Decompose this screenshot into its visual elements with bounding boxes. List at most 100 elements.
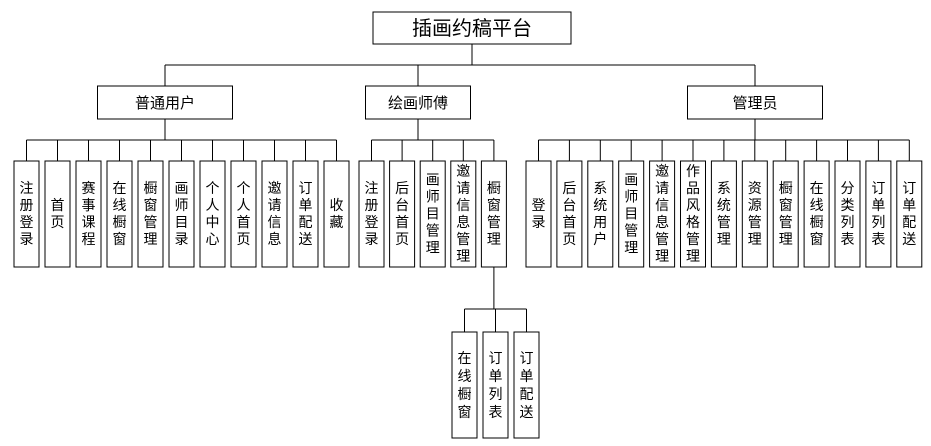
leaf-box	[358, 160, 385, 268]
leaf-label: 邀请信息管理	[456, 163, 470, 264]
leaf-box	[710, 160, 737, 268]
leaf-box	[75, 160, 102, 268]
sub-leaf-node: 订单配送	[513, 331, 540, 439]
leaf-node: 在线橱窗	[106, 160, 133, 268]
leaf-node: 个人中心	[199, 160, 226, 268]
leaf-box	[618, 160, 645, 268]
leaf-box	[292, 160, 319, 268]
leaf-node: 收藏	[323, 160, 350, 268]
leaf-label: 邀请信息	[268, 180, 282, 247]
leaf-box	[480, 160, 507, 268]
group-nodes: 普通用户注册登录首页赛事课程在线橱窗橱窗管理画师目录个人中心个人首页邀请信息订单…	[13, 85, 923, 439]
leaf-label: 登录	[532, 197, 546, 230]
leaf-label: 注册登录	[365, 180, 379, 247]
leaf-box	[168, 160, 195, 268]
leaf-label: 橱窗管理	[487, 180, 501, 247]
leaf-node: 注册登录	[358, 160, 385, 268]
leaf-box	[896, 160, 923, 268]
leaf-node: 资源管理	[741, 160, 768, 268]
leaf-node: 订单配送	[896, 160, 923, 268]
leaf-box	[834, 160, 861, 268]
group-label: 普通用户	[135, 95, 195, 112]
leaf-box	[803, 160, 830, 268]
leaf-label: 在线橱窗	[113, 180, 127, 247]
leaf-node: 邀请信息管理	[450, 160, 477, 268]
leaf-node: 作品风格管理	[680, 160, 706, 268]
leaf-label: 资源管理	[748, 180, 762, 247]
leaf-node: 画师目录	[168, 160, 195, 268]
leaf-node: 系统用户	[587, 160, 614, 268]
leaf-node: 在线橱窗	[803, 160, 830, 268]
leaf-box	[525, 160, 552, 268]
sub-leaf-label: 在线橱窗	[458, 350, 472, 420]
leaf-node: 橱窗管理	[137, 160, 164, 268]
leaf-box	[587, 160, 614, 268]
leaf-box	[137, 160, 164, 268]
group-box	[365, 85, 471, 120]
leaf-node: 后台首页	[389, 160, 416, 268]
connector-lines	[26, 44, 910, 332]
leaf-node: 登录	[525, 160, 552, 268]
sub-leaf-node: 在线橱窗	[451, 331, 478, 439]
leaf-node: 橱窗管理	[772, 160, 799, 268]
root-node: 插画约稿平台	[372, 11, 572, 45]
leaf-label: 赛事课程	[82, 180, 96, 247]
sub-leaf-node: 订单列表	[482, 331, 509, 439]
leaf-box	[261, 160, 288, 268]
leaf-label: 橱窗管理	[144, 180, 158, 247]
leaf-box	[199, 160, 226, 268]
leaf-node: 注册登录	[13, 160, 40, 268]
leaf-box	[13, 160, 40, 268]
leaf-node: 邀请信息管理	[649, 160, 676, 268]
sub-leaf-box	[513, 331, 540, 439]
leaf-node: 系统管理	[710, 160, 737, 268]
leaf-label: 系统用户	[593, 180, 607, 247]
leaf-node: 个人首页	[230, 160, 257, 268]
leaf-node: 橱窗管理	[480, 160, 507, 268]
sub-leaf-label: 订单列表	[489, 350, 503, 420]
group-label: 绘画师傅	[388, 95, 448, 112]
root-title: 插画约稿平台	[412, 17, 532, 40]
leaf-label: 作品风格管理	[686, 163, 700, 264]
leaf-node: 订单列表	[865, 160, 892, 268]
leaf-label: 系统管理	[717, 180, 731, 247]
group-box	[97, 85, 233, 120]
leaf-box	[419, 160, 446, 268]
leaf-node: 订单配送	[292, 160, 319, 268]
leaf-label: 个人中心	[206, 180, 220, 247]
leaf-label: 订单配送	[299, 180, 313, 247]
leaf-box	[389, 160, 416, 268]
leaf-label: 邀请信息管理	[655, 163, 669, 264]
leaf-label: 橱窗管理	[779, 180, 793, 247]
sub-leaf-label: 订单配送	[520, 350, 534, 420]
leaf-label: 订单列表	[871, 180, 885, 247]
leaf-box	[44, 160, 71, 268]
leaf-box	[772, 160, 799, 268]
leaf-box	[865, 160, 892, 268]
leaf-label: 画师目管理	[624, 172, 638, 256]
leaf-label: 画师目管理	[426, 172, 440, 256]
leaf-box	[649, 160, 676, 268]
leaf-label: 在线橱窗	[810, 180, 824, 247]
leaf-box	[556, 160, 583, 268]
leaf-node: 画师目管理	[419, 160, 446, 268]
leaf-box	[741, 160, 768, 268]
leaf-node: 赛事课程	[75, 160, 102, 268]
leaf-box	[323, 160, 350, 268]
sub-leaf-box	[451, 331, 478, 439]
leaf-label: 后台首页	[395, 180, 409, 247]
leaf-node: 首页	[44, 160, 71, 268]
leaf-label: 注册登录	[20, 180, 34, 247]
leaf-box	[230, 160, 257, 268]
leaf-label: 收藏	[330, 197, 344, 230]
leaf-label: 画师目录	[175, 180, 189, 247]
leaf-label: 分类列表	[841, 180, 855, 247]
group-2: 管理员登录后台首页系统用户画师目管理邀请信息管理作品风格管理系统管理资源管理橱窗…	[525, 85, 923, 268]
root-box	[372, 11, 572, 45]
group-box	[687, 85, 823, 120]
leaf-node: 分类列表	[834, 160, 861, 268]
leaf-node: 画师目管理	[618, 160, 645, 268]
leaf-label: 订单配送	[902, 180, 916, 247]
